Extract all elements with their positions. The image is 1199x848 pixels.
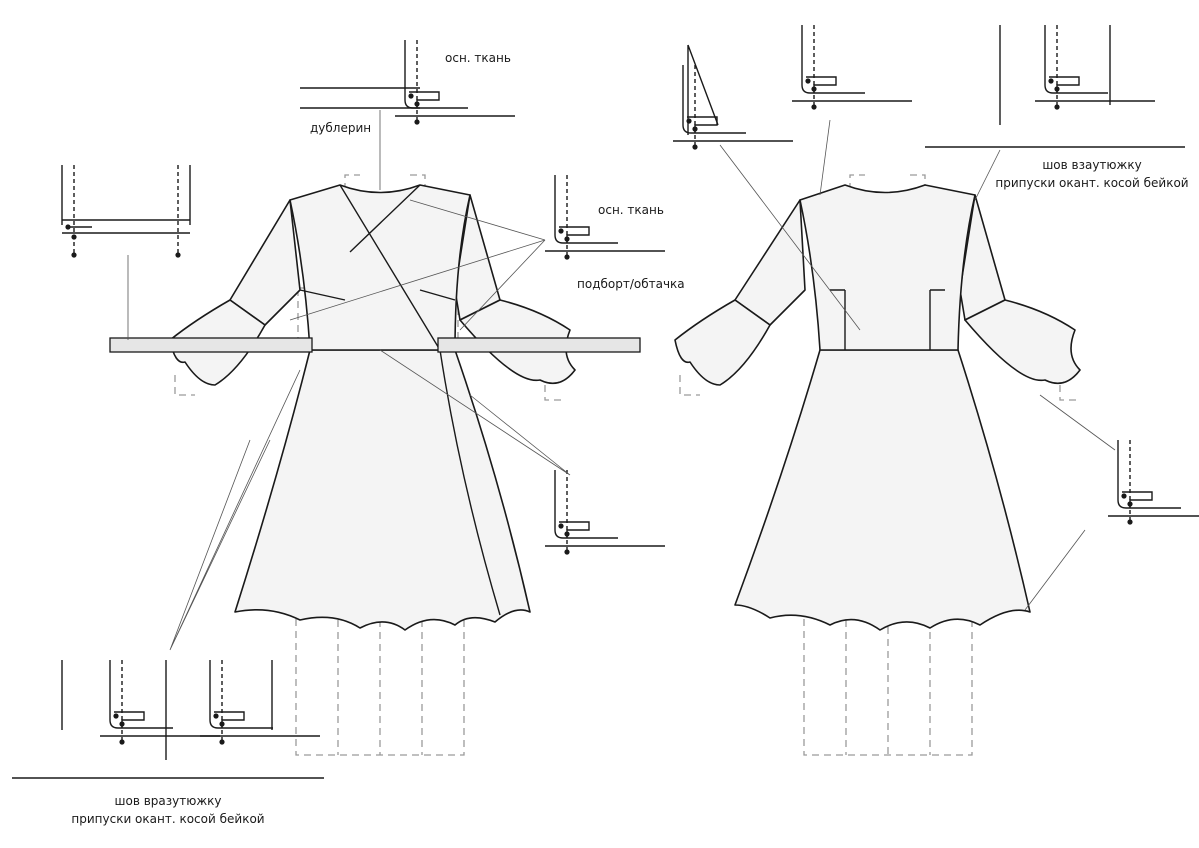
seam-detail-side-back — [925, 24, 1185, 148]
seam-detail-facing — [544, 174, 666, 261]
label-seam-open-right-1: шов взаутюжку — [1042, 158, 1141, 172]
front-left-sleeve — [229, 199, 301, 326]
seam-detail-side-front — [12, 659, 324, 779]
front-skirt — [234, 349, 531, 631]
label-seam-open-left-2: припуски окант. косой бейкой — [71, 812, 264, 826]
label-seam-open-left-1: шов вразутюжку — [115, 794, 222, 808]
front-view — [109, 174, 641, 756]
seam-detail-shoulder-back — [791, 24, 913, 111]
seam-detail-sleeve-left — [61, 165, 191, 258]
leader-lines — [127, 110, 1116, 651]
seam-detail-hem-front — [544, 469, 666, 556]
label-facing: подборт/обтачка — [577, 277, 685, 291]
back-view — [674, 174, 1081, 756]
label-interfacing: дублерин — [310, 121, 371, 135]
belt-rod-left — [109, 337, 313, 353]
label-main-fabric-top: осн. ткань — [445, 51, 511, 65]
seam-detail-hem-back — [1107, 439, 1199, 526]
belt-rod-right — [437, 337, 641, 353]
label-main-fabric-mid: осн. ткань — [598, 203, 664, 217]
seam-detail-dart-back — [672, 44, 794, 151]
label-seam-open-right-2: припуски окант. косой бейкой — [995, 176, 1188, 190]
front-bodice — [289, 184, 471, 351]
